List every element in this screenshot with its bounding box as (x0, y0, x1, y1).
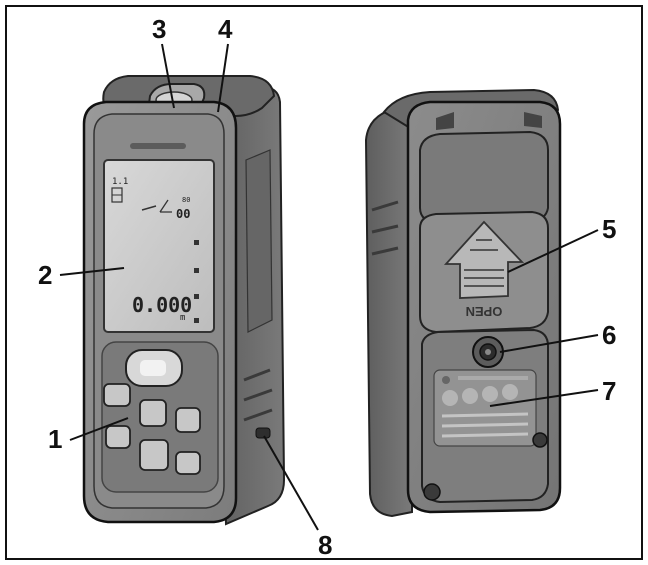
callout-2: 2 (38, 260, 52, 290)
callout-8: 8 (318, 530, 332, 560)
lcd-main-readout: 0.000 (132, 293, 192, 317)
lcd-display (103, 159, 215, 333)
leader-1 (69, 417, 129, 441)
callout-7: 7 (602, 376, 616, 406)
key-right-upper[interactable] (175, 407, 201, 433)
callout-5: 5 (602, 214, 616, 244)
key-left-lower[interactable] (105, 425, 131, 449)
lcd-unit: m (180, 313, 185, 323)
key-left-upper[interactable] (103, 383, 131, 407)
key-center-lower[interactable] (139, 439, 169, 471)
back-device: OPEN (364, 88, 562, 518)
key-right-lower[interactable] (175, 451, 201, 475)
leader-7 (489, 389, 599, 407)
leader-6 (499, 334, 599, 353)
leader-2 (59, 267, 125, 276)
callout-1: 1 (48, 424, 62, 454)
lcd-mode-value-2: 80 (182, 196, 190, 204)
side-port (255, 427, 271, 439)
lcd-angle-icon (159, 199, 172, 213)
callout-6: 6 (602, 320, 616, 350)
leader-8 (263, 435, 319, 531)
lcd-angle-readout: 00 (176, 207, 190, 221)
callout-lines (59, 43, 599, 531)
callout-4: 4 (218, 14, 233, 44)
lcd-mode-value: 1.1 (112, 177, 128, 187)
key-center-upper[interactable] (139, 399, 167, 427)
leader-4 (217, 43, 229, 113)
battery-door-label: OPEN (466, 304, 503, 319)
front-device: 1.1 00 80 0.000 m (82, 75, 286, 526)
leader-5 (507, 229, 599, 273)
lcd-dash (141, 205, 157, 211)
leader-3 (161, 43, 175, 109)
callout-3: 3 (152, 14, 166, 44)
callout-labels: 1 2 3 4 5 6 7 8 (38, 14, 616, 560)
